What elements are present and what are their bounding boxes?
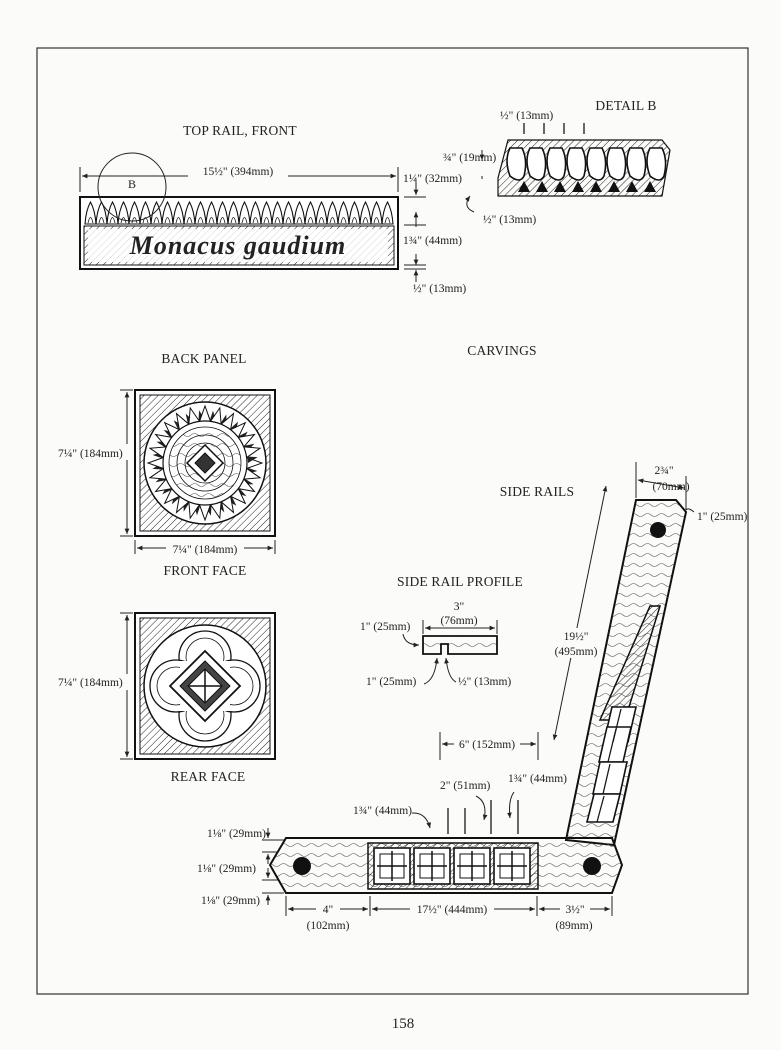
top-rail-dim-top-band: 1¼" (32mm) (403, 173, 462, 185)
base-mid: 17½" (444mm) (417, 904, 488, 916)
top-rail-title: TOP RAIL, FRONT (183, 123, 297, 138)
upright-top-width: 2¾" (654, 465, 673, 477)
top-rail-dim-edge: ½" (13mm) (413, 283, 466, 295)
back-panel-title: BACK PANEL (161, 351, 246, 366)
top-rail-dim-bottom-band: 1¾" (44mm) (403, 235, 462, 247)
profile-width: 3" (454, 601, 464, 613)
left-dim-1: 1⅛" (29mm) (207, 828, 266, 840)
side-rail-profile-title: SIDE RAIL PROFILE (397, 574, 523, 589)
side-rails-title: SIDE RAILS (500, 484, 574, 499)
base-right-mm: (89mm) (555, 920, 592, 932)
side-rails-group: SIDE RAILS 2¾" (70mm) 1" (25mm) (197, 462, 748, 932)
base-peg-hole-right (583, 857, 601, 875)
top-rail-length: 15½" (394mm) (203, 166, 274, 178)
detail-b-title: DETAIL B (595, 98, 656, 113)
front-face-panel (134, 389, 276, 537)
profile-dim-groove: ½" (13mm) (458, 676, 511, 688)
base-peg-hole-left (293, 857, 311, 875)
profile-dim-left-top: 1" (25mm) (360, 621, 411, 633)
detail-b-group: DETAIL B ½" (13mm) ¾" (19mm) ½" (13mm) (443, 98, 671, 226)
profile-width-mm: (76mm) (440, 615, 477, 627)
detail-b-carving (497, 139, 671, 197)
dim-b: 1¾" (44mm) (508, 773, 567, 785)
upright-top-width-mm: (70mm) (652, 481, 689, 493)
dim-a: 2" (51mm) (440, 780, 491, 792)
profile-section (422, 635, 498, 655)
page-frame (36, 47, 749, 995)
carvings-label: CARVINGS (467, 343, 537, 358)
front-face-caption: FRONT FACE (164, 563, 247, 578)
inscription-plate (88, 229, 388, 262)
dim-c: 1¾" (44mm) (353, 805, 412, 817)
rear-face-height: 7¼" (184mm) (58, 677, 123, 689)
rear-face-panel (134, 612, 276, 760)
upright-length: 19½" (564, 631, 589, 643)
base-left-mm: (102mm) (307, 920, 350, 932)
page-number: 158 (392, 1016, 415, 1032)
top-rail-flame-band (84, 200, 394, 225)
top-rail-group: TOP RAIL, FRONT 15½" (394mm) Monacus gau… (79, 123, 466, 295)
front-face-width: 7¼" (184mm) (173, 544, 238, 556)
side-rail-profile-group: SIDE RAIL PROFILE 3" (76mm) 1" (25mm) 1"… (360, 574, 523, 688)
base-right: 3½" (565, 904, 584, 916)
detail-b-dim-spacing: ½" (13mm) (500, 110, 553, 122)
upright-top-end: 1" (25mm) (697, 511, 748, 523)
back-panel-group: BACK PANEL 7¼" (184mm) 7¼" (184mm) FRONT… (56, 351, 276, 784)
detail-b-dim-depth: ¾" (19mm) (443, 152, 496, 164)
upright-peg-hole (650, 522, 666, 538)
rear-face-caption: REAR FACE (171, 769, 246, 784)
upright-length-mm: (495mm) (555, 646, 598, 658)
profile-dim-left-bottom: 1" (25mm) (366, 676, 417, 688)
left-dim-3: 1⅛" (29mm) (201, 895, 260, 907)
detail-b-dim-offset: ½" (13mm) (483, 214, 536, 226)
top-rail-inscription: Monacus gaudium (129, 231, 347, 260)
front-face-height: 7¼" (184mm) (58, 448, 123, 460)
left-dim-2: 1⅛" (29mm) (197, 863, 256, 875)
detail-b-callout-circle (97, 152, 167, 222)
base-left: 4" (323, 904, 333, 916)
detail-b-callout-label: B (128, 177, 136, 191)
carving-span: 6" (152mm) (459, 739, 515, 751)
base-carving (367, 842, 539, 890)
